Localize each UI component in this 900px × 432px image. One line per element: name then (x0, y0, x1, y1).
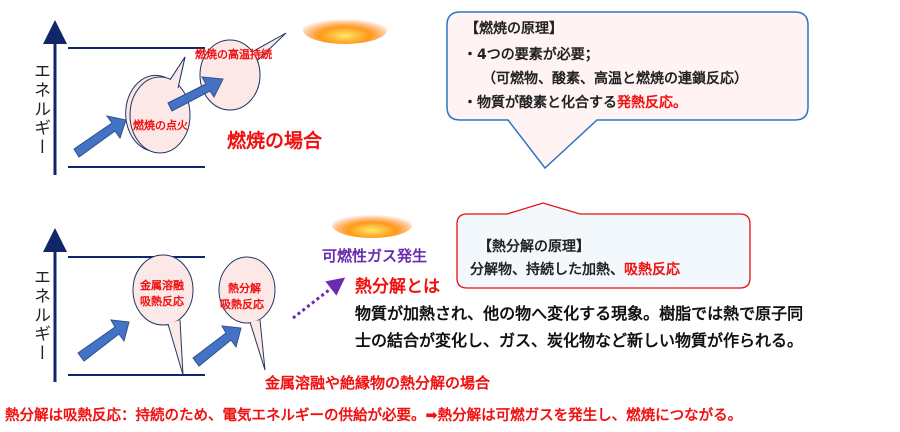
definition-title: 熱分解とは (355, 277, 440, 297)
bubble-metal-line1: 金属溶融 (140, 279, 184, 292)
line-prefix: 分解物、持続した加熱、 (470, 262, 624, 278)
combustion-principle-line3: ・物質が酸素と化合する発熱反応。 (463, 92, 687, 112)
arrow-up-2 (167, 76, 224, 112)
gas-generation-label: 可燃性ガス発生 (322, 247, 428, 265)
top-energy-diagram (43, 16, 387, 175)
flame-image-top (303, 16, 387, 44)
exothermic-highlight: 発熱反応。 (617, 95, 687, 111)
decomposition-principle-box (456, 202, 751, 289)
y-axis-label: エネルギー (30, 62, 50, 157)
footer-note: 熱分解は吸熱反応：持続のため、電気エネルギーの供給が必要。➡熱分解は可燃ガスを発… (5, 408, 743, 424)
combustion-principle-box (446, 11, 809, 170)
decomposition-principle-title: 【熱分解の原理】 (478, 239, 590, 255)
bubble-decomp-line2: 吸熱反応 (220, 298, 264, 311)
line3-prefix: ・物質が酸素と化合する (463, 95, 617, 111)
bubble-sustain-label: 燃焼の高温持続 (195, 48, 272, 61)
bubble-decomp-line1: 熱分解 (228, 282, 261, 295)
bubble-ignition-label: 燃焼の点火 (133, 119, 188, 132)
arrow-up-2 (192, 325, 242, 367)
arrow-up-1 (77, 319, 130, 362)
dotted-arrow (292, 277, 346, 320)
combustion-principle-title: 【燃焼の原理】 (465, 21, 563, 37)
y-axis-label: エネルギー (30, 268, 50, 363)
bubble-metal-line2: 吸熱反応 (140, 295, 184, 308)
bubble-decomposition (218, 256, 276, 324)
definition-line2: 士の結合が変化し、ガス、炭化物など新しい物質が作られる。 (355, 331, 804, 350)
endothermic-highlight: 吸熱反応 (624, 262, 680, 278)
combustion-principle-line2: （可燃物、酸素、高温と燃焼の連鎖反応） (482, 71, 748, 87)
decomposition-case-title: 金属溶融や絶縁物の熱分解の場合 (265, 374, 491, 392)
flame-image-bottom (332, 212, 412, 238)
combustion-principle-line1: ・4つの要素が必要； (463, 47, 599, 63)
bubble-metal-melt (132, 254, 194, 326)
bottom-energy-diagram (43, 212, 412, 382)
decomposition-principle-line: 分解物、持続した加熱、吸熱反応 (470, 259, 680, 279)
combustion-case-title: 燃焼の場合 (227, 130, 323, 152)
arrow-up-1 (73, 115, 127, 158)
definition-line1: 物質が加熱され、他の物へ変化する現象。樹脂では熱で原子同 (355, 304, 804, 323)
